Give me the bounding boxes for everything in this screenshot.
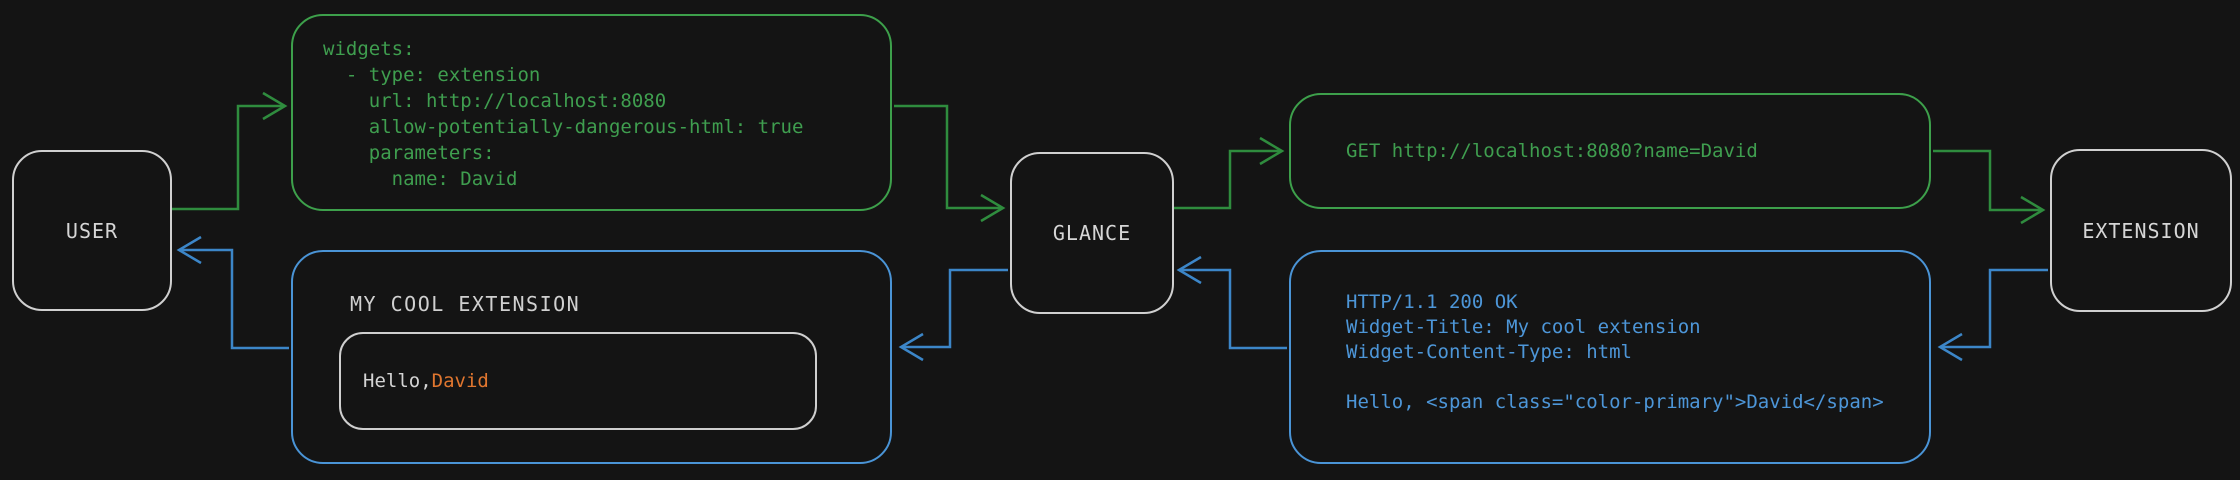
- arrow-request-to-extension: [1933, 149, 2046, 225]
- arrow-glance-to-request: [1172, 136, 1285, 210]
- user-node-label: USER: [65, 218, 119, 243]
- extension-node-label: EXTENSION: [2082, 218, 2200, 243]
- arrow-config-to-glance: [894, 104, 1006, 223]
- yaml-config-box: widgets: - type: extension url: http://l…: [291, 14, 892, 211]
- widget-preview-box: MY COOL EXTENSION Hello, David: [291, 250, 892, 464]
- widget-greeting-card: Hello, David: [339, 332, 817, 430]
- widget-preview-title: MY COOL EXTENSION: [350, 292, 581, 316]
- widget-greeting-prefix: Hello,: [363, 370, 432, 392]
- http-request-code: GET http://localhost:8080?name=David: [1346, 140, 1758, 162]
- user-node: USER: [12, 150, 172, 311]
- glance-node: GLANCE: [1010, 152, 1174, 314]
- http-request-box: GET http://localhost:8080?name=David: [1289, 93, 1931, 209]
- extension-node: EXTENSION: [2050, 149, 2232, 312]
- arrow-extension-to-response: [1937, 268, 2048, 362]
- yaml-config-code: widgets: - type: extension url: http://l…: [323, 38, 804, 190]
- arrow-response-to-glance: [1176, 255, 1287, 350]
- widget-greeting-name: David: [431, 370, 489, 392]
- arrow-user-to-config: [172, 91, 288, 211]
- arrow-glance-to-widget: [898, 268, 1008, 362]
- arrow-widget-to-user: [176, 235, 289, 350]
- glance-node-label: GLANCE: [1052, 221, 1132, 245]
- http-response-box: HTTP/1.1 200 OK Widget-Title: My cool ex…: [1289, 250, 1931, 464]
- http-response-code: HTTP/1.1 200 OK Widget-Title: My cool ex…: [1346, 291, 1884, 413]
